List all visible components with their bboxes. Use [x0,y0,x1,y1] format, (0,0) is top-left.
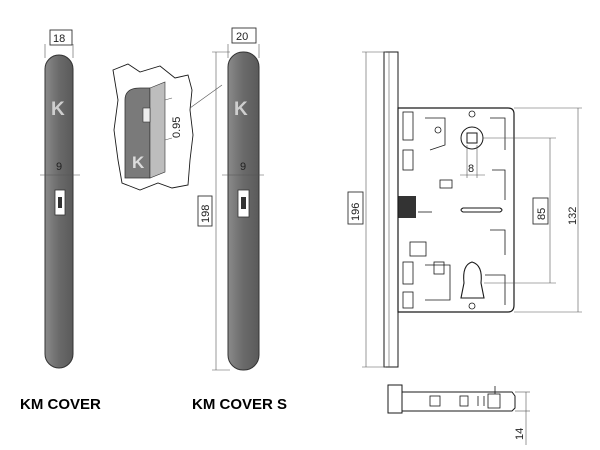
km-cover-s-slot-dimension: 9 [222,161,264,176]
detail-view: K 0.95 [112,63,223,191]
km-logo: K [51,99,65,120]
lock-body-dimension: 132 [514,107,582,313]
km-cover-plate: K [44,54,74,369]
lock-height-label: 196 [350,203,362,221]
km-cover-s-plate: K [227,51,260,371]
km-cover-width-label: 18 [53,33,65,45]
caption-km-cover: KM COVER [20,396,101,413]
km-cover-s-width-dimension: 20 [227,27,260,58]
detail-logo: K [132,153,145,172]
km-cover-s-width-label: 20 [236,31,248,43]
lock-side-view [387,384,516,414]
backset-center-dimension: 85 [483,137,556,284]
lock-height-dimension: 196 [347,51,386,368]
lock-depth-label: 14 [514,428,526,440]
km-cover-s-height-label: 198 [200,205,212,223]
km-cover-slot-label: 9 [56,161,62,173]
spindle-label: 8 [468,163,474,175]
km-cover-slot-dimension: 9 [40,161,80,176]
km-cover-s-height-dimension: 198 [197,51,230,371]
km-cover-s-slot-label: 9 [240,161,246,173]
detail-thickness-label: 0.95 [171,117,183,138]
km-cover-width-dimension: 18 [44,29,74,58]
lock-depth-dimension: 14 [514,391,530,445]
spindle-dimension: 8 [460,145,485,178]
km-s-logo: K [234,99,248,120]
lock-body-label: 132 [567,207,579,225]
lock-faceplate [383,51,416,368]
backset-center-label: 85 [536,208,548,220]
caption-km-cover-s: KM COVER S [192,396,288,413]
